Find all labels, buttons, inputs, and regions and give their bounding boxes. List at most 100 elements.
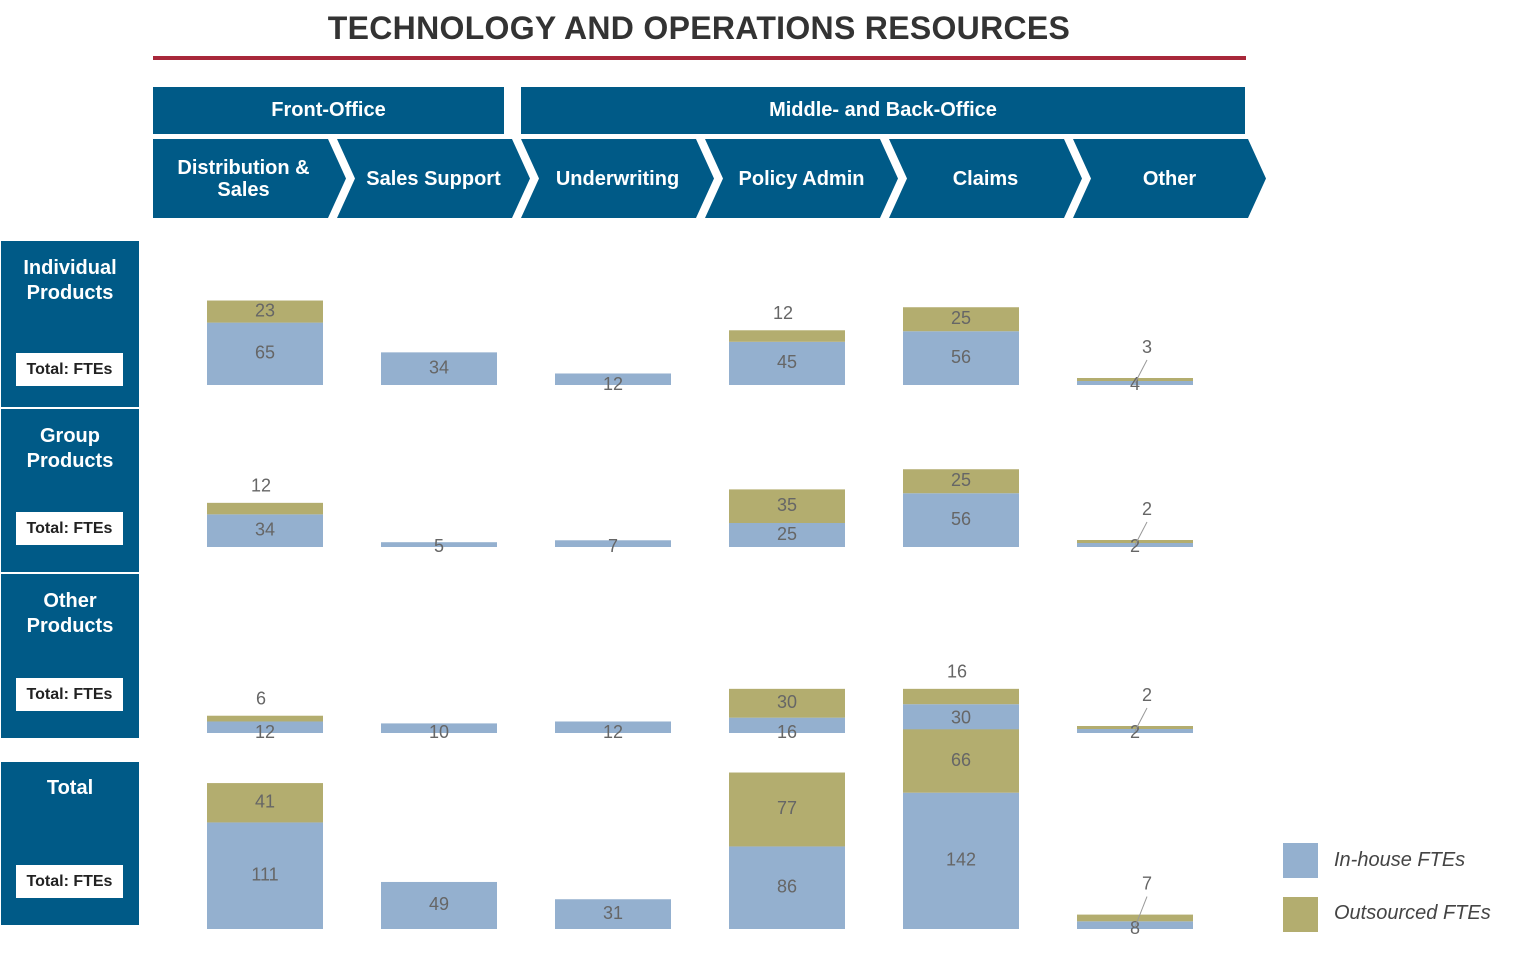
data-label-outsourced: 7 (1142, 873, 1152, 893)
data-label-inhouse: 12 (603, 722, 623, 742)
bar-inhouse (207, 822, 323, 929)
bar-inhouse (381, 723, 497, 733)
data-label-inhouse: 34 (429, 357, 449, 377)
data-label-outsourced: 25 (951, 470, 971, 490)
data-label-inhouse: 16 (777, 722, 797, 742)
chart-title: TECHNOLOGY AND OPERATIONS RESOURCES (327, 10, 1071, 46)
leader-line (1134, 521, 1148, 546)
bar-inhouse (729, 523, 845, 547)
data-label-outsourced: 16 (947, 662, 967, 682)
data-label-inhouse: 2 (1130, 722, 1140, 742)
bar-outsourced (903, 729, 1019, 793)
row-title: Individual Products (23, 257, 117, 304)
bar-inhouse (381, 352, 497, 385)
legend-swatch-outsourced (1283, 897, 1318, 932)
bar-outsourced (729, 772, 845, 847)
bar-outsourced (207, 783, 323, 823)
data-label-outsourced: 77 (777, 798, 797, 818)
bar-inhouse (207, 322, 323, 385)
stage-policy-admin: Policy Admin (705, 139, 898, 218)
bar-inhouse (903, 493, 1019, 547)
bar-outsourced (729, 330, 845, 342)
group-label: Middle- and Back-Office (769, 99, 997, 121)
legend-label-inhouse: In-house FTEs (1334, 849, 1466, 871)
bar-inhouse (555, 373, 671, 385)
row-panel-group-products: Group Products Total: FTEs (1, 409, 139, 572)
data-label-outsourced: 2 (1142, 499, 1152, 519)
row-panel-total: Total Total: FTEs (1, 762, 139, 925)
stage-claims: Claims (889, 139, 1082, 218)
bar-inhouse (555, 540, 671, 547)
data-label-inhouse: 45 (777, 352, 797, 372)
data-label-inhouse: 49 (429, 894, 449, 914)
data-label-inhouse: 31 (603, 903, 623, 923)
row-title: Total (46, 777, 94, 799)
stage-label: Distribution & Sales (177, 156, 310, 201)
data-label-inhouse: 10 (429, 722, 449, 742)
bar-inhouse (381, 881, 497, 929)
data-label-outsourced: 2 (1142, 685, 1152, 705)
bar-inhouse (555, 721, 671, 733)
bar-outsourced (1077, 914, 1193, 922)
bar-inhouse (381, 542, 497, 547)
bar-outsourced (1077, 540, 1193, 543)
bar-inhouse (207, 514, 323, 547)
data-label-inhouse: 56 (951, 509, 971, 529)
bar-outsourced (903, 307, 1019, 332)
data-label-inhouse: 65 (255, 343, 275, 363)
row-title: Other Products (26, 590, 114, 637)
data-label-outsourced: 35 (777, 495, 797, 515)
bar-outsourced (903, 469, 1019, 494)
data-label-inhouse: 25 (777, 524, 797, 544)
data-label-inhouse: 4 (1130, 374, 1140, 394)
bar-inhouse (903, 792, 1019, 929)
data-label-outsourced: 30 (777, 692, 797, 712)
bar-outsourced (207, 300, 323, 323)
group-front-office: Front-Office (153, 87, 504, 134)
data-label-inhouse: 2 (1130, 536, 1140, 556)
row-panel-individual-products: Individual Products Total: FTEs (1, 241, 139, 407)
stage-sales-support: Sales Support (337, 139, 530, 218)
data-label-inhouse: 30 (951, 707, 971, 727)
stage-label: Sales Support (366, 167, 501, 190)
group-label: Front-Office (271, 99, 386, 121)
stage-label: Other (1142, 167, 1197, 190)
data-label-inhouse: 5 (434, 536, 444, 556)
data-label-outsourced: 12 (773, 303, 793, 323)
data-label-inhouse: 111 (251, 864, 278, 884)
bar-inhouse (1077, 921, 1193, 929)
data-label-inhouse: 7 (608, 536, 618, 556)
row-total-label: Total: FTEs (16, 353, 123, 386)
bar-inhouse (207, 721, 323, 733)
data-label-inhouse: 142 (946, 850, 976, 870)
bar-inhouse (729, 846, 845, 929)
row-total-label: Total: FTEs (16, 512, 123, 545)
bar-outsourced (207, 715, 323, 722)
stage-label: Underwriting (555, 167, 680, 190)
stage-label: Policy Admin (738, 167, 865, 190)
data-label-outsourced: 6 (256, 688, 266, 708)
data-label-outsourced: 12 (251, 476, 271, 496)
data-label-inhouse: 86 (777, 876, 797, 896)
row-total-label: Total: FTEs (16, 865, 123, 898)
bar-outsourced (207, 502, 323, 515)
stage-distribution-sales: Distribution & Sales (153, 139, 346, 218)
legend-label-outsourced: Outsourced FTEs (1334, 902, 1491, 924)
bar-outsourced (729, 489, 845, 523)
data-label-inhouse: 56 (951, 347, 971, 367)
data-label-outsourced: 23 (255, 300, 275, 320)
group-middle-back-office: Middle- and Back-Office (521, 87, 1245, 134)
bar-inhouse (729, 717, 845, 733)
stage-underwriting: Underwriting (521, 139, 714, 218)
data-label-outsourced: 41 (255, 792, 275, 812)
data-label-outsourced: 25 (951, 308, 971, 328)
leader-line (1134, 707, 1148, 732)
leader-line (1134, 359, 1148, 384)
bar-outsourced (1077, 378, 1193, 381)
bar-inhouse (903, 704, 1019, 733)
title-rule (153, 56, 1246, 60)
data-label-inhouse: 12 (603, 374, 623, 394)
bar-outsourced (729, 688, 845, 718)
data-label-outsourced: 3 (1142, 337, 1152, 357)
row-title: Group Products (26, 425, 114, 472)
